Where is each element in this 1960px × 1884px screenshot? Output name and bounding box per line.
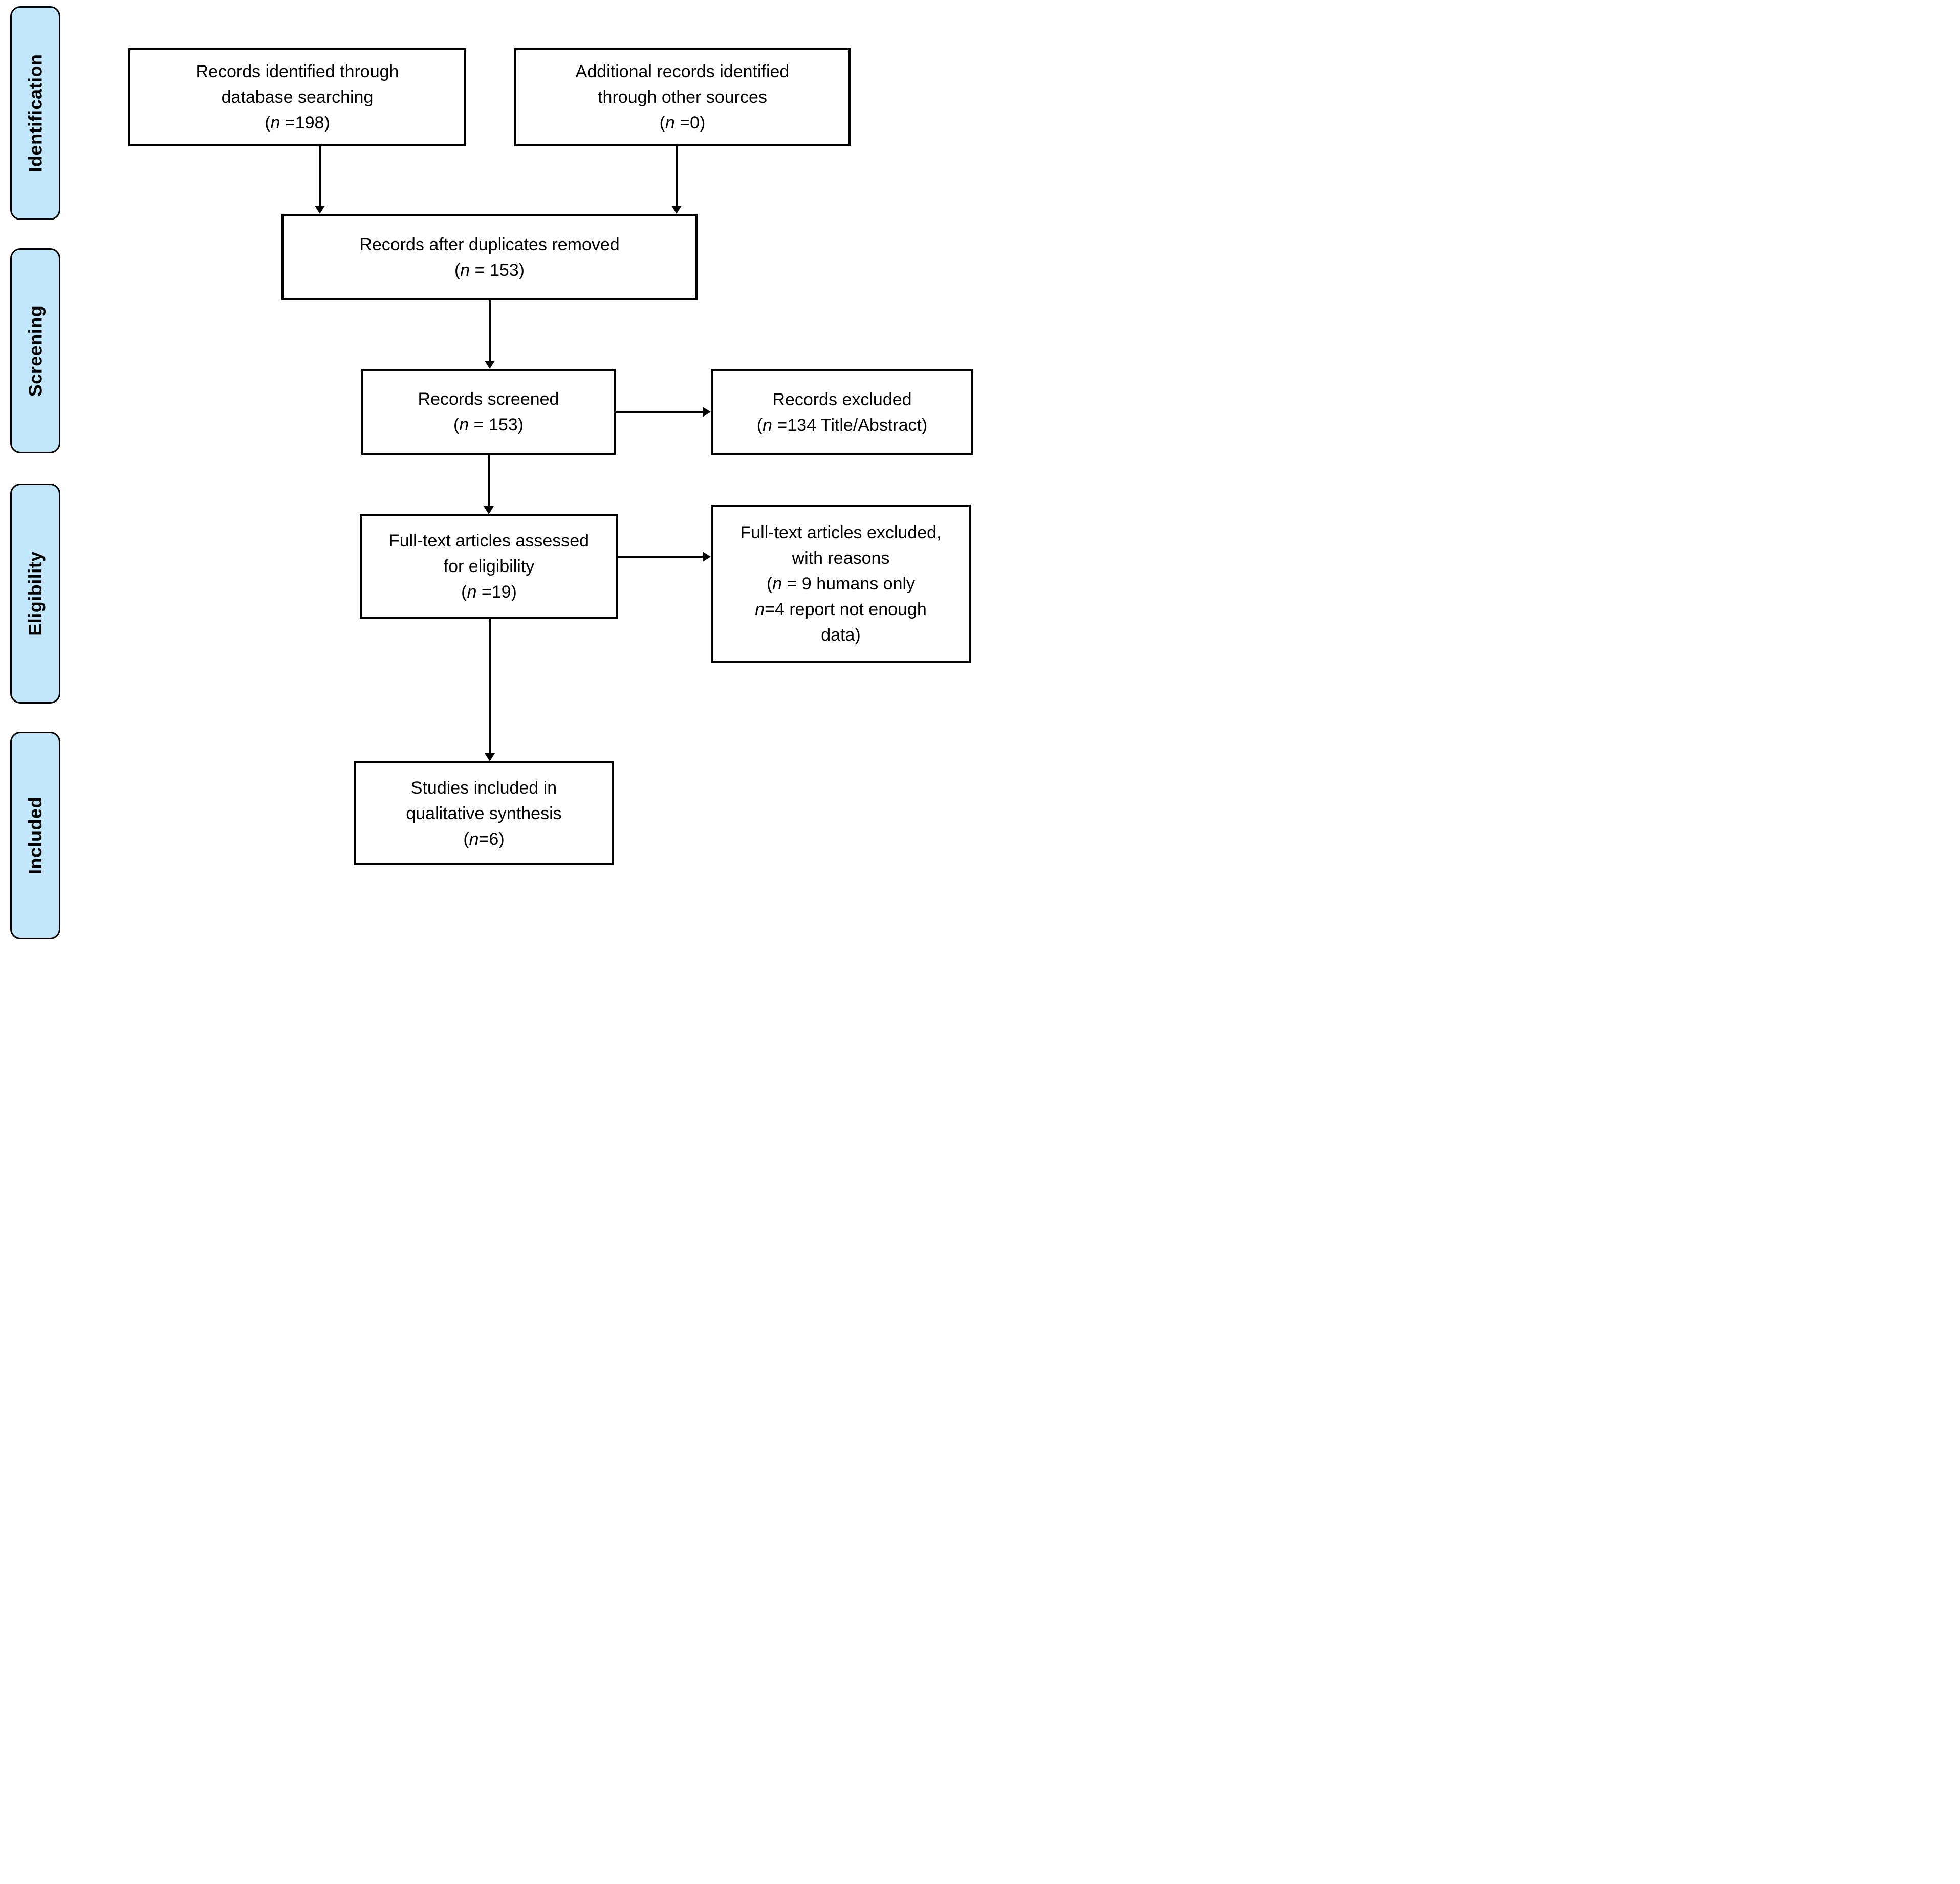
arrow-fulltext-to-excluded <box>618 556 703 558</box>
box-records-excluded: Records excluded(n =134 Title/Abstract) <box>711 369 973 455</box>
box-fulltext-excluded-text: Full-text articles excluded,with reasons… <box>740 523 942 645</box>
box-records-excluded-text: Records excluded(n =134 Title/Abstract) <box>756 389 928 435</box>
box-fulltext-excluded: Full-text articles excluded,with reasons… <box>711 505 971 663</box>
box-records-screened: Records screened(n = 153) <box>361 369 616 455</box>
prisma-flow-diagram: Identification Screening Eligibility Inc… <box>0 0 980 942</box>
stage-label-included-text: Included <box>25 796 46 875</box>
arrow-additional-to-duplicates <box>676 146 678 206</box>
arrow-fulltext-to-included <box>489 619 491 753</box>
box-records-screened-text: Records screened(n = 153) <box>418 389 559 434</box>
box-duplicates-removed: Records after duplicates removed(n = 153… <box>281 214 698 300</box>
stage-label-screening-text: Screening <box>25 305 46 397</box>
arrow-screened-to-excluded <box>616 411 703 413</box>
stage-label-eligibility-text: Eligibility <box>25 551 46 636</box>
arrow-identified-to-duplicates <box>319 146 321 206</box>
stage-label-included: Included <box>10 732 60 939</box>
stage-label-screening: Screening <box>10 248 60 453</box>
stage-label-identification-text: Identification <box>25 54 46 172</box>
arrow-duplicates-to-screened <box>489 300 491 361</box>
stage-label-identification: Identification <box>10 6 60 220</box>
stage-label-eligibility: Eligibility <box>10 484 60 704</box>
box-duplicates-removed-text: Records after duplicates removed(n = 153… <box>359 234 620 280</box>
arrow-screened-to-fulltext <box>488 455 490 506</box>
